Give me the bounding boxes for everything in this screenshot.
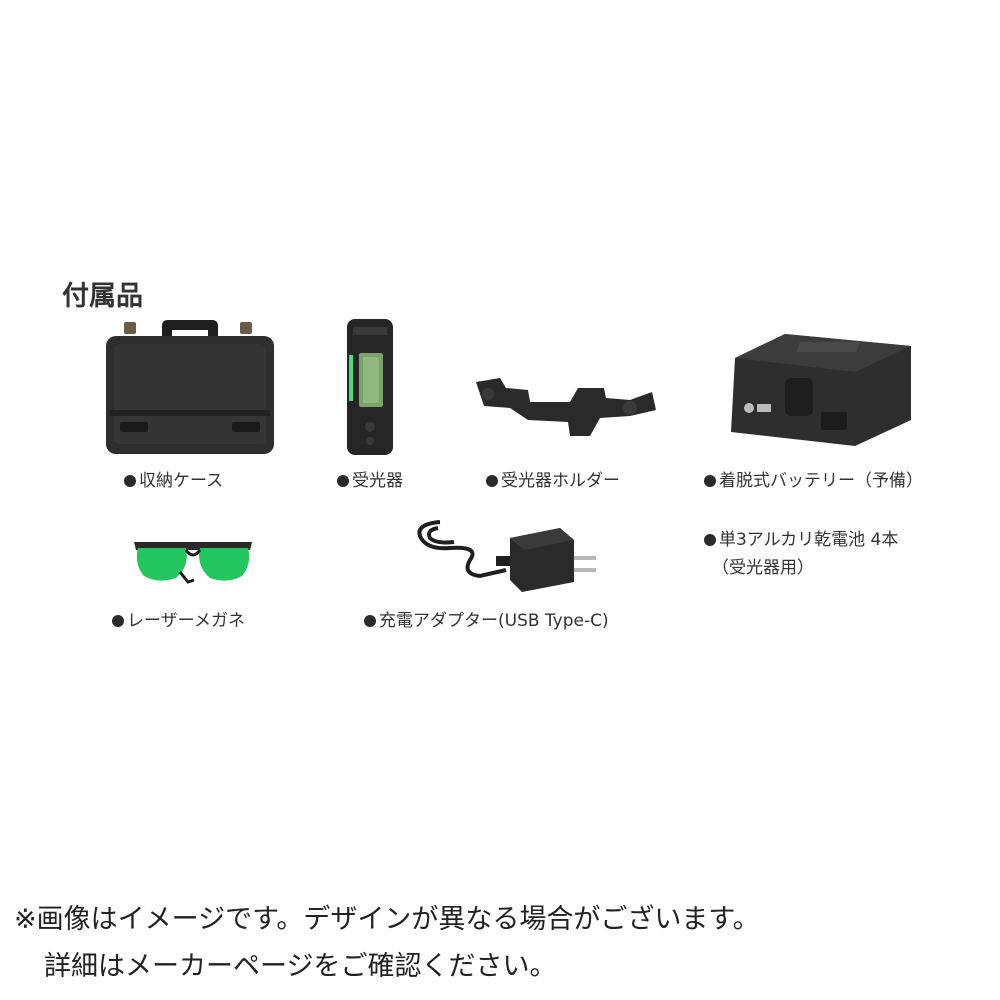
- receiver-holder-image: [476, 378, 656, 436]
- item-label-aa-batteries: 単3アルカリ乾電池 4本: [704, 529, 898, 551]
- bullet-icon: [337, 475, 349, 487]
- laser-glasses-image: [134, 542, 252, 584]
- carrying-case-image: [106, 320, 274, 454]
- item-label-receiver: 受光器: [337, 470, 403, 492]
- charging-adapter-image: [417, 520, 596, 592]
- item-label-holder: 受光器ホルダー: [486, 470, 620, 492]
- bullet-icon: [704, 475, 716, 487]
- item-label-case: 収納ケース: [124, 470, 223, 492]
- bullet-icon: [364, 615, 376, 627]
- bullet-icon: [124, 475, 136, 487]
- bullet-icon: [704, 534, 716, 546]
- item-sublabel-aa-batteries: （受光器用）: [712, 558, 814, 578]
- item-label-adapter: 充電アダプター(USB Type-C): [364, 610, 609, 632]
- item-label-glasses: レーザーメガネ: [112, 610, 245, 632]
- notice-line-1: ※画像はイメージです。デザインが異なる場合がございます。: [14, 904, 760, 935]
- section-title: 付属品: [62, 281, 143, 312]
- bullet-icon: [112, 615, 124, 627]
- notice-line-2: 詳細はメーカーページをご確認ください。: [44, 951, 557, 982]
- item-label-battery: 着脱式バッテリー（予備）: [704, 470, 923, 492]
- bullet-icon: [486, 475, 498, 487]
- receiver-image: [347, 319, 393, 455]
- battery-image: [731, 334, 911, 446]
